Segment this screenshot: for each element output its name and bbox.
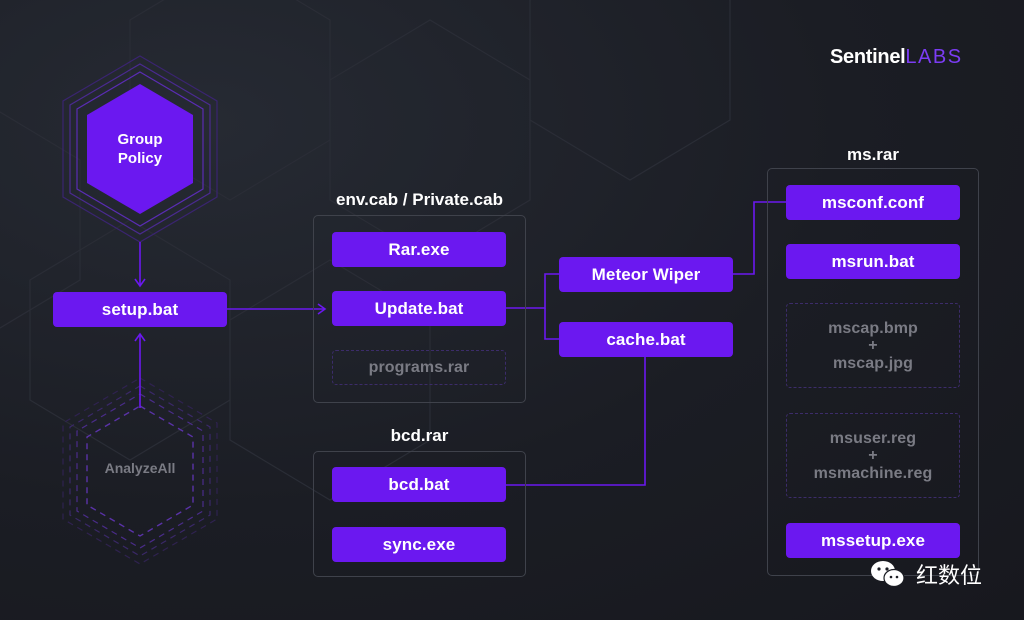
group-policy-label: Group Policy [117, 131, 163, 167]
update-bat-node: Update.bat [332, 291, 506, 326]
connector-meteor-to-msconf [733, 201, 787, 275]
setup-bat-node: setup.bat [53, 292, 227, 327]
mscap-jpg-label: mscap.jpg [832, 354, 914, 372]
msreg-node: msuser.reg + msmachine.reg [786, 413, 960, 498]
env-cab-title: env.cab / Private.cab [336, 190, 503, 209]
msmachine-reg-label: msmachine.reg [813, 464, 933, 482]
analyze-all-label: AnalyzeAll [104, 460, 176, 476]
watermark: 红数位 [868, 558, 982, 590]
env-cab-group [313, 215, 526, 403]
wechat-icon [871, 561, 905, 588]
connector-bcd-to-cache [506, 357, 646, 486]
sentinel-labs-logo: SentinelLABS [830, 46, 963, 69]
arrow-head-down [134, 278, 146, 288]
bcd-rar-group [313, 451, 526, 577]
msconf-node: msconf.conf [786, 185, 960, 220]
mscap-node: mscap.bmp + mscap.jpg [786, 303, 960, 388]
msrun-node: msrun.bat [786, 244, 960, 279]
mssetup-node: mssetup.exe [786, 523, 960, 558]
mscap-bmp-label: mscap.bmp [828, 319, 918, 337]
meteor-wiper-node: Meteor Wiper [559, 257, 733, 292]
arrow-head-up [134, 332, 146, 342]
programs-rar-node: programs.rar [332, 350, 506, 385]
arrow-head-right [317, 303, 327, 315]
connector-update-to-cache [544, 308, 560, 340]
msuser-reg-label: msuser.reg [829, 429, 917, 447]
ms-rar-title: ms.rar [847, 145, 899, 164]
sync-exe-node: sync.exe [332, 527, 506, 562]
bcd-bat-node: bcd.bat [332, 467, 506, 502]
watermark-text: 红数位 [916, 563, 983, 588]
plus-sign: + [868, 336, 878, 354]
brand-name-light: LABS [905, 46, 963, 68]
analyze-all-hexagon [62, 377, 218, 565]
rar-exe-node: Rar.exe [332, 232, 506, 267]
plus-sign: + [868, 446, 878, 464]
cache-bat-node: cache.bat [559, 322, 733, 357]
bcd-rar-title: bcd.rar [390, 426, 449, 445]
brand-name-bold: Sentinel [830, 46, 906, 68]
